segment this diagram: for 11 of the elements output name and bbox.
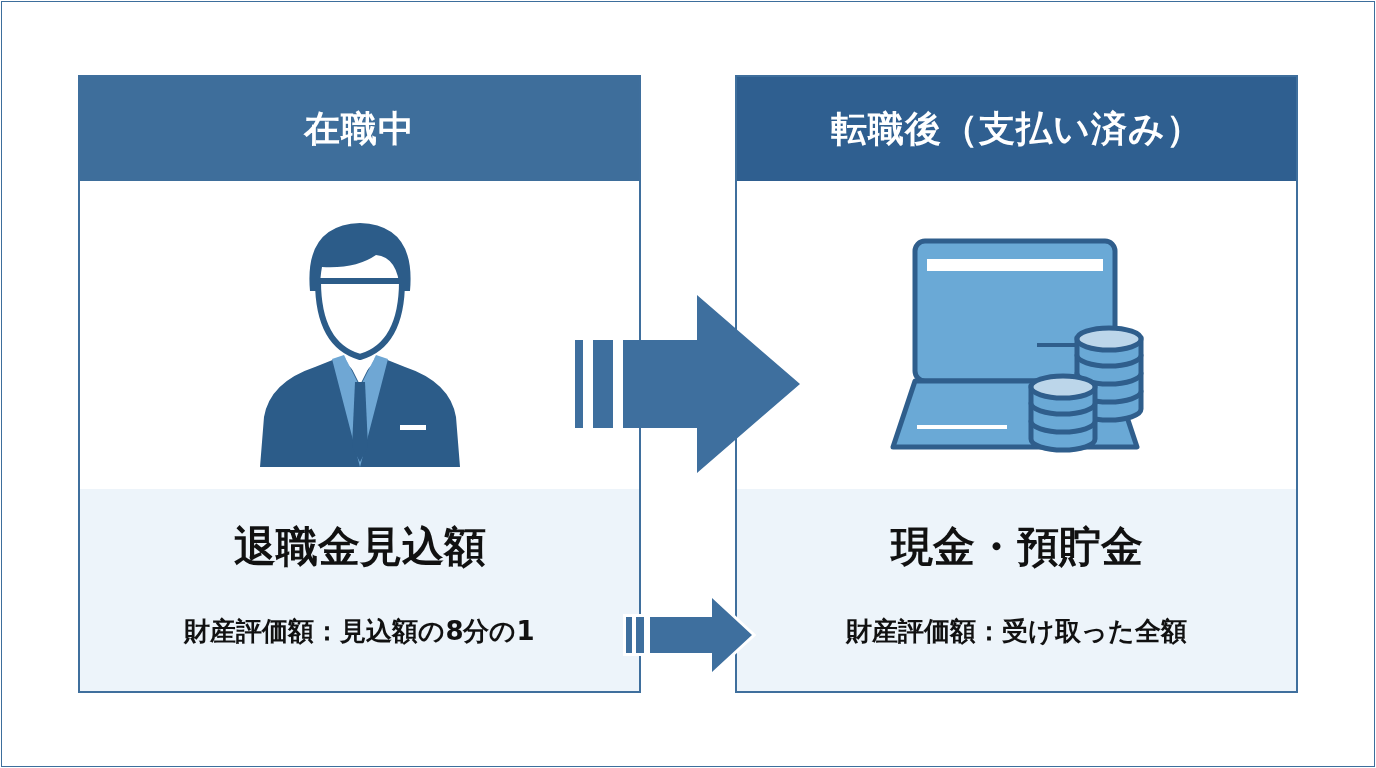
amount-title: 退職金見込額 bbox=[232, 521, 487, 573]
panel bbox=[735, 75, 1298, 693]
panel-header: 在職中 bbox=[80, 77, 639, 181]
info-band bbox=[737, 489, 1296, 691]
panel bbox=[78, 75, 641, 693]
block-arrow bbox=[575, 295, 800, 473]
panel-header: 転職後（支払い済み） bbox=[737, 77, 1296, 181]
info-band bbox=[80, 489, 639, 691]
valuation-note: 財産評価額：受け取った全額 bbox=[844, 615, 1188, 648]
valuation-note: 財産評価額：見込額の8分の1 bbox=[182, 615, 536, 648]
amount-title: 現金・預貯金 bbox=[889, 521, 1144, 573]
